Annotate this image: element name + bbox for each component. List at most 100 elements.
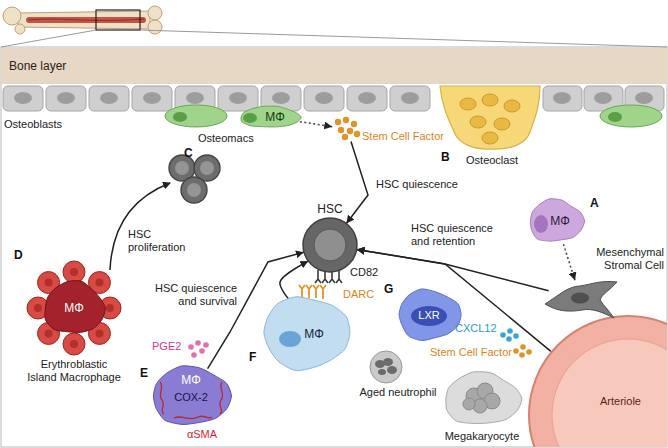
receptor-symbol bbox=[329, 271, 335, 283]
cytokine-label: Stem Cell Factor bbox=[430, 346, 512, 359]
text-slot: Stem Cell Factor bbox=[362, 130, 444, 143]
cell-nucleus bbox=[243, 113, 257, 123]
panel-letter: G bbox=[384, 282, 393, 296]
neutrophil-cell: Aged neutrophil bbox=[356, 350, 440, 402]
actin-fiber bbox=[220, 382, 223, 414]
cell-nucleus bbox=[186, 92, 204, 104]
connector-arrow bbox=[357, 249, 551, 351]
chemokine-label: CXCL12 bbox=[455, 322, 497, 335]
cxcl12-dots bbox=[500, 328, 519, 342]
panel-letter: D bbox=[14, 248, 23, 262]
cell-nucleus bbox=[173, 112, 187, 122]
text-slot: CD82 bbox=[350, 266, 378, 279]
text-slot: Erythroblastic Island Macrophage bbox=[26, 358, 122, 384]
part-label: Osteomacs bbox=[198, 132, 254, 145]
darc-receptors bbox=[299, 285, 326, 299]
osteomac-cell bbox=[600, 105, 662, 127]
cell-nucleus bbox=[494, 118, 510, 130]
scf-dots bbox=[513, 344, 532, 358]
cell-nucleus bbox=[34, 304, 42, 312]
cytokine-dot bbox=[338, 127, 344, 133]
osteoblast-cell bbox=[218, 86, 258, 111]
osteoblast-cell bbox=[543, 86, 582, 111]
prostaglandin-dot bbox=[203, 342, 209, 348]
cell-label: MΦ bbox=[550, 214, 570, 228]
cell-nucleus bbox=[272, 92, 290, 104]
cell-name: Aged neutrophil bbox=[359, 386, 436, 399]
cell-body bbox=[440, 86, 540, 149]
connector-arrow bbox=[346, 142, 368, 224]
cell-body bbox=[399, 289, 461, 341]
osteomac-cell bbox=[165, 105, 227, 127]
cell-nucleus bbox=[315, 92, 333, 104]
arteriole-vessel: Arteriole bbox=[528, 315, 667, 447]
nucleus-lobe bbox=[378, 369, 386, 375]
cell-nucleus bbox=[504, 100, 520, 112]
osteoblast-cell bbox=[347, 86, 387, 111]
zoom-line bbox=[1, 30, 96, 47]
osteoblast-cell bbox=[89, 86, 129, 111]
text-slot: αSMA bbox=[187, 428, 217, 441]
cell-label: MΦ bbox=[265, 110, 285, 124]
vessel-name: Arteriole bbox=[600, 395, 641, 408]
macrophage-cell: MΦ bbox=[262, 284, 352, 372]
cell-nucleus bbox=[95, 329, 103, 337]
osteoblast-nuclei bbox=[14, 92, 653, 104]
connector-arrow bbox=[563, 244, 575, 280]
panel-letter: F bbox=[249, 350, 256, 364]
enzyme-label: COX-2 bbox=[174, 391, 208, 404]
cell-name: Megakaryocyte bbox=[445, 430, 520, 443]
zoom-line bbox=[140, 30, 667, 47]
cytokine-dot bbox=[519, 352, 525, 358]
cytokine-dot bbox=[347, 128, 353, 134]
cytokine-dot bbox=[342, 134, 348, 140]
cell-nucleus bbox=[594, 92, 612, 104]
osteoblast-row bbox=[3, 86, 664, 111]
megakaryocyte-cell: Megakaryocyte bbox=[440, 370, 524, 445]
nucleus-lobe bbox=[383, 358, 393, 366]
chemokine-dot bbox=[500, 332, 506, 338]
proliferating-hsc-cluster bbox=[169, 155, 220, 203]
bone-shaft bbox=[18, 11, 150, 29]
cell-label: MΦ bbox=[304, 327, 324, 341]
text-slot: COX-2 bbox=[174, 391, 208, 404]
zoom-box bbox=[96, 10, 140, 30]
text-slot: B bbox=[441, 150, 450, 164]
cell-nucleus bbox=[187, 183, 201, 197]
vessel-wall bbox=[529, 316, 667, 447]
band-label: Bone layer bbox=[9, 59, 66, 73]
cell-nucleus bbox=[229, 92, 247, 104]
proliferation-arrow bbox=[110, 183, 170, 270]
prostaglandin-dot bbox=[195, 340, 201, 346]
receptor-symbol bbox=[315, 270, 321, 283]
text-slot: MΦ bbox=[304, 327, 324, 341]
cell-nucleus bbox=[95, 279, 103, 287]
text-slot: C bbox=[184, 146, 193, 160]
stromal-cell: Mesenchymal Stromal Cell bbox=[540, 246, 666, 320]
text-slot: Stem Cell Factor bbox=[430, 346, 512, 359]
cell-nucleus bbox=[70, 268, 78, 276]
arrow-label: HSC quiescence and survival bbox=[148, 282, 238, 308]
actin-fiber bbox=[160, 382, 164, 414]
text-slot: LXR bbox=[418, 309, 439, 322]
cytokine-dot bbox=[520, 344, 526, 350]
osteoclast-cell: Osteoclast bbox=[440, 86, 540, 169]
receptor-label: CD82 bbox=[350, 266, 378, 279]
text-slot: MΦ bbox=[64, 301, 84, 315]
cell-label: MΦ bbox=[64, 301, 84, 315]
text-slot: D bbox=[14, 248, 23, 262]
chemokine-dot bbox=[507, 328, 513, 334]
cell-nucleus bbox=[571, 293, 589, 304]
connector-arrow bbox=[280, 261, 308, 299]
blood-vessel bbox=[28, 19, 144, 20]
panel-letter: C bbox=[184, 146, 193, 160]
receptor-symbol bbox=[322, 271, 328, 283]
cell-nucleus bbox=[608, 112, 622, 122]
bone-marrow bbox=[26, 17, 146, 23]
cell-body bbox=[370, 351, 402, 383]
text-slot: Arteriole bbox=[600, 395, 641, 408]
text-slot: MΦ bbox=[265, 110, 285, 124]
bone-layer-band: Bone layer bbox=[1, 48, 667, 84]
osteoblast-cell bbox=[46, 86, 86, 111]
text-slot: HSC quiescence and retention bbox=[410, 222, 502, 248]
